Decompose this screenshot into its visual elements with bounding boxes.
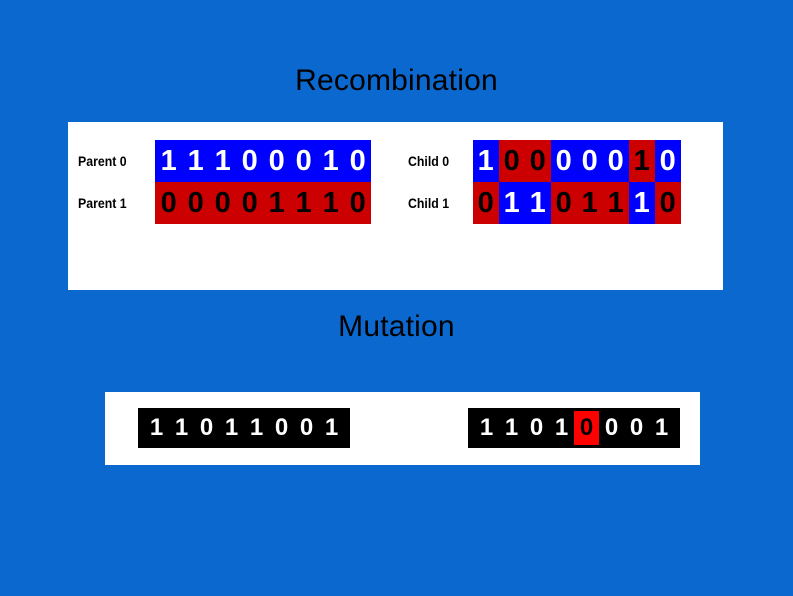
parent-bit-cell: 0 <box>155 182 183 224</box>
mutation-after-bit: 1 <box>649 411 674 445</box>
child-row-labels: Child 0 Child 1 <box>408 140 455 224</box>
mutation-after-bit: 1 <box>549 411 574 445</box>
child-bit-cell: 0 <box>654 140 681 182</box>
parent-bit-cell: 1 <box>317 140 345 182</box>
mutation-after-bit: 0 <box>624 411 649 445</box>
child-bit-cell: 1 <box>628 182 655 224</box>
parent-bit-cell: 0 <box>290 140 318 182</box>
child-0-label: Child 0 <box>408 153 450 169</box>
child-bit-cell: 1 <box>472 140 499 182</box>
child-bit-cell: 0 <box>550 182 577 224</box>
recombination-title: Recombination <box>295 64 498 97</box>
parent-1-label: Parent 1 <box>78 195 127 211</box>
mutation-before-bit: 0 <box>194 411 219 445</box>
mutation-before-bit: 1 <box>219 411 244 445</box>
child-bit-cell: 1 <box>602 182 629 224</box>
parent-bit-cell: 0 <box>236 140 264 182</box>
child-bit-cell: 1 <box>576 182 603 224</box>
parent-bit-cell: 0 <box>182 182 210 224</box>
mutation-after-bit: 0 <box>524 411 549 445</box>
parent-bit-cell: 0 <box>344 140 372 182</box>
child-bit-cell: 0 <box>602 140 629 182</box>
mutation-after-bit: 0 <box>599 411 624 445</box>
parent-row-labels: Parent 0 Parent 1 <box>78 140 133 224</box>
mutation-after-bit: 1 <box>499 411 524 445</box>
parent-bit-cell: 1 <box>290 182 318 224</box>
parent-bit-cell: 1 <box>182 140 210 182</box>
parent-bit-cell: 1 <box>155 140 183 182</box>
child-bit-cell: 0 <box>498 140 525 182</box>
child-bit-cell: 0 <box>576 140 603 182</box>
parent-bit-cell: 1 <box>317 182 345 224</box>
mutation-before-bit: 1 <box>244 411 269 445</box>
child-bit-cell: 0 <box>654 182 681 224</box>
mutation-after-mutated-bit: 0 <box>574 411 599 445</box>
parent-bit-cell: 0 <box>344 182 372 224</box>
mutation-title: Mutation <box>338 310 455 343</box>
child-bit-cell: 0 <box>472 182 499 224</box>
parent-bit-cell: 0 <box>209 182 237 224</box>
parent-bit-cell: 0 <box>263 140 291 182</box>
mutation-before-bit: 0 <box>269 411 294 445</box>
mutation-before-bit: 1 <box>169 411 194 445</box>
mutation-before-bit: 0 <box>294 411 319 445</box>
child-bit-cell: 1 <box>498 182 525 224</box>
mutation-before-bit: 1 <box>319 411 344 445</box>
child-bit-cell: 0 <box>524 140 551 182</box>
child-bit-cell: 1 <box>628 140 655 182</box>
parent-bit-cell: 1 <box>209 140 237 182</box>
mutation-after-bit: 1 <box>474 411 499 445</box>
parent-0-label: Parent 0 <box>78 153 127 169</box>
child-bit-cell: 0 <box>550 140 577 182</box>
child-1-label: Child 1 <box>408 195 450 211</box>
mutation-before-bit: 1 <box>144 411 169 445</box>
child-bit-cell: 1 <box>524 182 551 224</box>
parent-bit-cell: 0 <box>236 182 264 224</box>
parent-bit-cell: 1 <box>263 182 291 224</box>
